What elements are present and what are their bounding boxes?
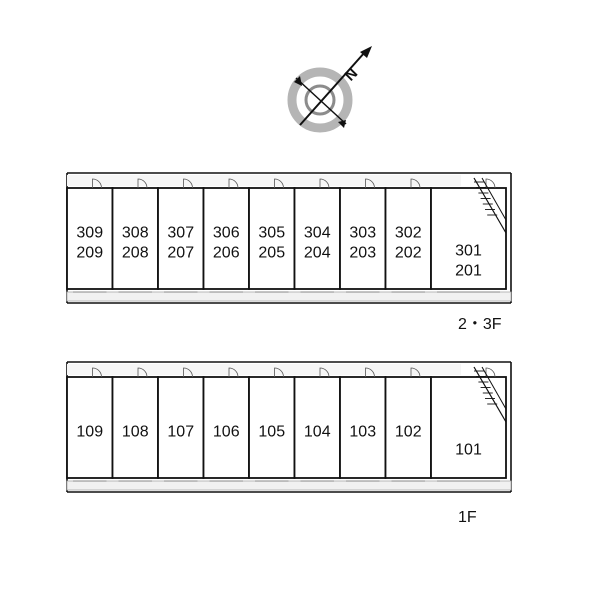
door-icon (183, 367, 193, 378)
balcony-strip (66, 291, 512, 302)
unit-number: 105 (258, 424, 285, 441)
stair-icon (473, 177, 507, 234)
unit-number: 204 (304, 245, 331, 262)
unit: 109 (66, 367, 114, 482)
unit-number: 203 (349, 245, 376, 262)
balcony-strip (66, 480, 512, 491)
unit-room (202, 376, 250, 479)
unit-room (384, 376, 432, 479)
door-icon (485, 367, 496, 378)
compass-axis-ew (295, 77, 347, 125)
unit: 107 (157, 367, 205, 482)
unit-number: 308 (122, 225, 149, 242)
stair-icon (473, 366, 507, 423)
unit: 103 (339, 367, 387, 482)
unit-number: 101 (455, 442, 482, 459)
unit-number: 303 (349, 225, 376, 242)
floor-label: 1F (458, 509, 477, 526)
north-arrow-icon (360, 46, 372, 58)
unit-room (66, 376, 114, 479)
unit-room (293, 187, 341, 290)
unit-number: 202 (395, 245, 422, 262)
unit-number: 205 (258, 245, 285, 262)
unit-room (293, 376, 341, 479)
compass: N (287, 46, 372, 133)
door-icon (319, 367, 330, 378)
door-icon (485, 178, 496, 189)
compass-axis-ns (299, 51, 366, 126)
unit-number: 206 (213, 245, 240, 262)
compass-tick-icon (294, 76, 302, 86)
unit-room (430, 187, 507, 290)
floor-label: 2・3F (458, 316, 502, 333)
unit-number: 209 (76, 245, 103, 262)
unit-number: 208 (122, 245, 149, 262)
door-icon (228, 178, 239, 189)
compass-tick-icon (338, 120, 346, 128)
unit-number: 301 (455, 243, 482, 260)
unit-room (157, 376, 205, 479)
unit-number: 102 (395, 424, 422, 441)
unit-number: 304 (304, 225, 331, 242)
door-icon (92, 178, 102, 189)
unit: 101 (430, 366, 507, 482)
door-icon (365, 178, 375, 189)
unit-number: 103 (349, 424, 376, 441)
unit-number: 305 (258, 225, 285, 242)
floor-plan-upper: 3092093082083072073062063052053042043032… (66, 172, 512, 333)
unit-room (157, 187, 205, 290)
corridor-strip (67, 364, 461, 375)
floor-plan-ground: 109 108 107 106 105 104 103 102 101 1F (66, 361, 512, 526)
unit: 108 (111, 367, 159, 482)
unit-number: 201 (455, 263, 482, 280)
unit: 106 (202, 367, 250, 482)
unit: 105 (248, 367, 296, 482)
door-icon (228, 367, 239, 378)
unit-room (202, 187, 250, 290)
door-icon (319, 178, 330, 189)
unit: 104 (293, 367, 341, 482)
door-icon (410, 178, 421, 189)
unit-number: 107 (167, 424, 194, 441)
unit-room (248, 376, 296, 479)
unit-number: 109 (76, 424, 103, 441)
door-icon (365, 367, 375, 378)
door-icon (410, 367, 421, 378)
unit-number: 302 (395, 225, 422, 242)
door-icon (92, 367, 102, 378)
unit-room (66, 187, 114, 290)
unit-number: 309 (76, 225, 103, 242)
corridor-strip (67, 175, 461, 186)
door-icon (274, 367, 284, 378)
unit-room (111, 376, 159, 479)
compass-inner-ring (304, 84, 336, 116)
unit-number: 307 (167, 225, 194, 242)
compass-outer-ring (287, 67, 353, 133)
unit-number: 104 (304, 424, 331, 441)
door-icon (137, 367, 148, 378)
door-icon (137, 178, 148, 189)
unit-room (339, 376, 387, 479)
unit-number: 108 (122, 424, 149, 441)
unit-number: 207 (167, 245, 194, 262)
door-icon (274, 178, 284, 189)
unit-number: 106 (213, 424, 240, 441)
unit-room (339, 187, 387, 290)
unit: 102 (384, 367, 432, 482)
door-icon (183, 178, 193, 189)
unit-room (430, 376, 507, 479)
unit-number: 306 (213, 225, 240, 242)
